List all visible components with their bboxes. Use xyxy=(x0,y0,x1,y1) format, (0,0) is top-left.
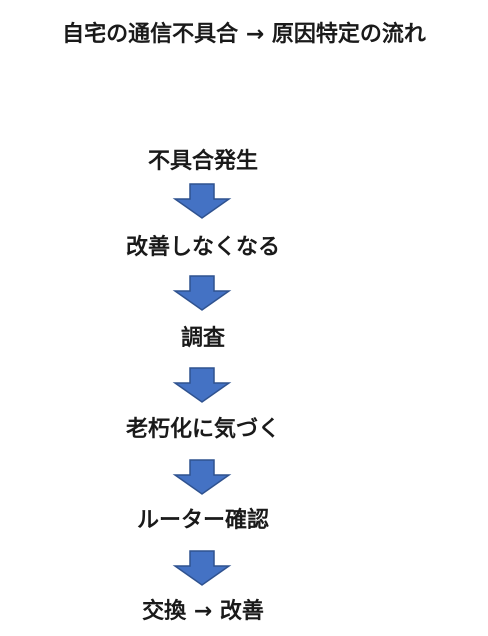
flow-step-occurrence: 不具合発生 xyxy=(147,149,258,174)
flow-step-no-improvement: 改善しなくなる xyxy=(125,235,280,260)
down-arrow-icon xyxy=(172,459,232,495)
flow-step-router-check: ルーター確認 xyxy=(136,508,269,533)
down-arrow-icon xyxy=(172,367,232,403)
down-arrow-icon xyxy=(172,275,232,311)
diagram-title: 自宅の通信不具合 → 原因特定の流れ xyxy=(62,22,426,47)
flow-step-investigation: 調査 xyxy=(180,326,225,351)
flow-step-replace-improve: 交換 → 改善 xyxy=(142,599,264,624)
down-arrow-icon xyxy=(172,183,232,219)
down-arrow-icon xyxy=(172,550,232,586)
flow-step-aging-noticed: 老朽化に気づく xyxy=(125,417,280,442)
